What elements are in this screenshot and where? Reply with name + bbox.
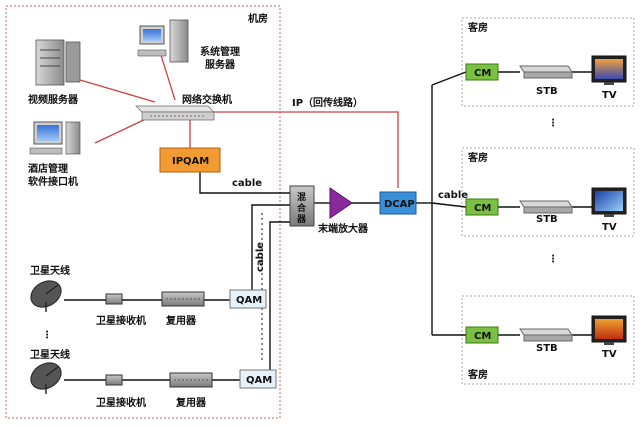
amplifier-icon	[329, 187, 353, 219]
svg-text:混: 混	[297, 191, 306, 203]
system-server-label-line2: 服务器	[205, 58, 236, 71]
multiplexer-icon-2	[169, 372, 213, 388]
hotel-pc-label-line1: 酒店管理	[28, 162, 68, 175]
multiplexer-label-1: 复用器	[165, 314, 197, 327]
network-switch-label: 网络交换机	[182, 93, 232, 106]
cable-modem-box-2	[465, 198, 499, 216]
cable-modem-label-2: CM	[474, 203, 491, 214]
set-top-box-icon-1	[519, 65, 573, 79]
satellite-receiver-label-1: 卫星接收机	[96, 314, 146, 327]
set-top-box-icon-2	[519, 200, 573, 214]
network-switch-icon	[135, 105, 215, 121]
cable-label-top: cable	[232, 178, 262, 189]
cable-links	[64, 71, 592, 381]
tv-icon-1	[591, 55, 627, 85]
cable-label-vertical: cable	[255, 242, 266, 272]
cable-modem-label-3: CM	[474, 331, 491, 342]
tv-label-2: TV	[602, 222, 617, 233]
tv-label-3: TV	[602, 349, 617, 360]
guest-ellipsis-1: ⋮	[548, 118, 558, 129]
hotel-pc-label-line2: 软件接口机	[28, 175, 78, 188]
satellite-receiver-icon-1	[105, 293, 123, 305]
svg-text:合: 合	[297, 202, 307, 214]
satellite-antenna-icon-1	[30, 280, 62, 312]
cable-modem-label-1: CM	[474, 68, 491, 79]
qam-box-2	[239, 369, 277, 389]
ipqam-box	[159, 147, 221, 173]
satellite-antenna-label-2: 卫星天线	[30, 348, 70, 361]
mixer-box	[289, 185, 315, 227]
hotel-pc-icon	[29, 121, 81, 155]
amplifier-label: 末端放大器	[318, 222, 369, 235]
multiplexer-label-2: 复用器	[175, 396, 207, 409]
qam-box-1	[229, 289, 267, 309]
satellite-antenna-label-1: 卫星天线	[30, 264, 70, 277]
cable-label-right: cable	[438, 190, 468, 201]
machine-room-label: 机房	[248, 12, 268, 25]
video-server-icon	[35, 39, 81, 86]
machine-room-boundary	[5, 5, 281, 419]
satellite-ellipsis: ⋮	[42, 330, 52, 341]
dcap-box	[379, 191, 417, 215]
svg-text:器: 器	[296, 214, 307, 225]
dcap-label: DCAP	[384, 199, 415, 210]
ip-links	[79, 51, 399, 188]
satellite-receiver-icon-2	[105, 374, 123, 386]
mixer-label-vertical: 混 合 器	[296, 191, 307, 225]
set-top-box-label-3: STB	[536, 343, 558, 354]
guest-ellipsis-2: ⋮	[548, 254, 558, 265]
ip-return-label: IP（回传线路）	[292, 96, 363, 109]
tv-label-1: TV	[602, 90, 617, 101]
qam-label-1: QAM	[236, 295, 262, 306]
guest-room-label-1: 客房	[467, 21, 488, 34]
guest-room-label-3: 客房	[467, 368, 488, 381]
video-server-label: 视频服务器	[28, 93, 79, 106]
tv-icon-3	[591, 315, 627, 345]
satellite-antenna-icon-2	[30, 362, 62, 394]
cable-modem-box-3	[465, 326, 499, 344]
guest-room-boundary-3	[461, 295, 635, 385]
set-top-box-label-2: STB	[536, 214, 558, 225]
set-top-box-icon-3	[519, 328, 573, 342]
cable-modem-box-1	[465, 63, 499, 81]
system-server-label-line1: 系统管理	[200, 45, 240, 58]
ipqam-label: IPQAM	[172, 156, 209, 167]
qam-label-2: QAM	[246, 375, 272, 386]
set-top-box-label-1: STB	[536, 86, 558, 97]
system-server-icon	[137, 19, 189, 63]
tv-icon-2	[591, 187, 627, 217]
guest-room-label-2: 客房	[467, 151, 488, 164]
guest-room-boundary-1	[461, 17, 635, 107]
multiplexer-icon-1	[161, 291, 205, 307]
guest-room-boundary-2	[461, 147, 635, 237]
satellite-receiver-label-2: 卫星接收机	[96, 396, 146, 409]
